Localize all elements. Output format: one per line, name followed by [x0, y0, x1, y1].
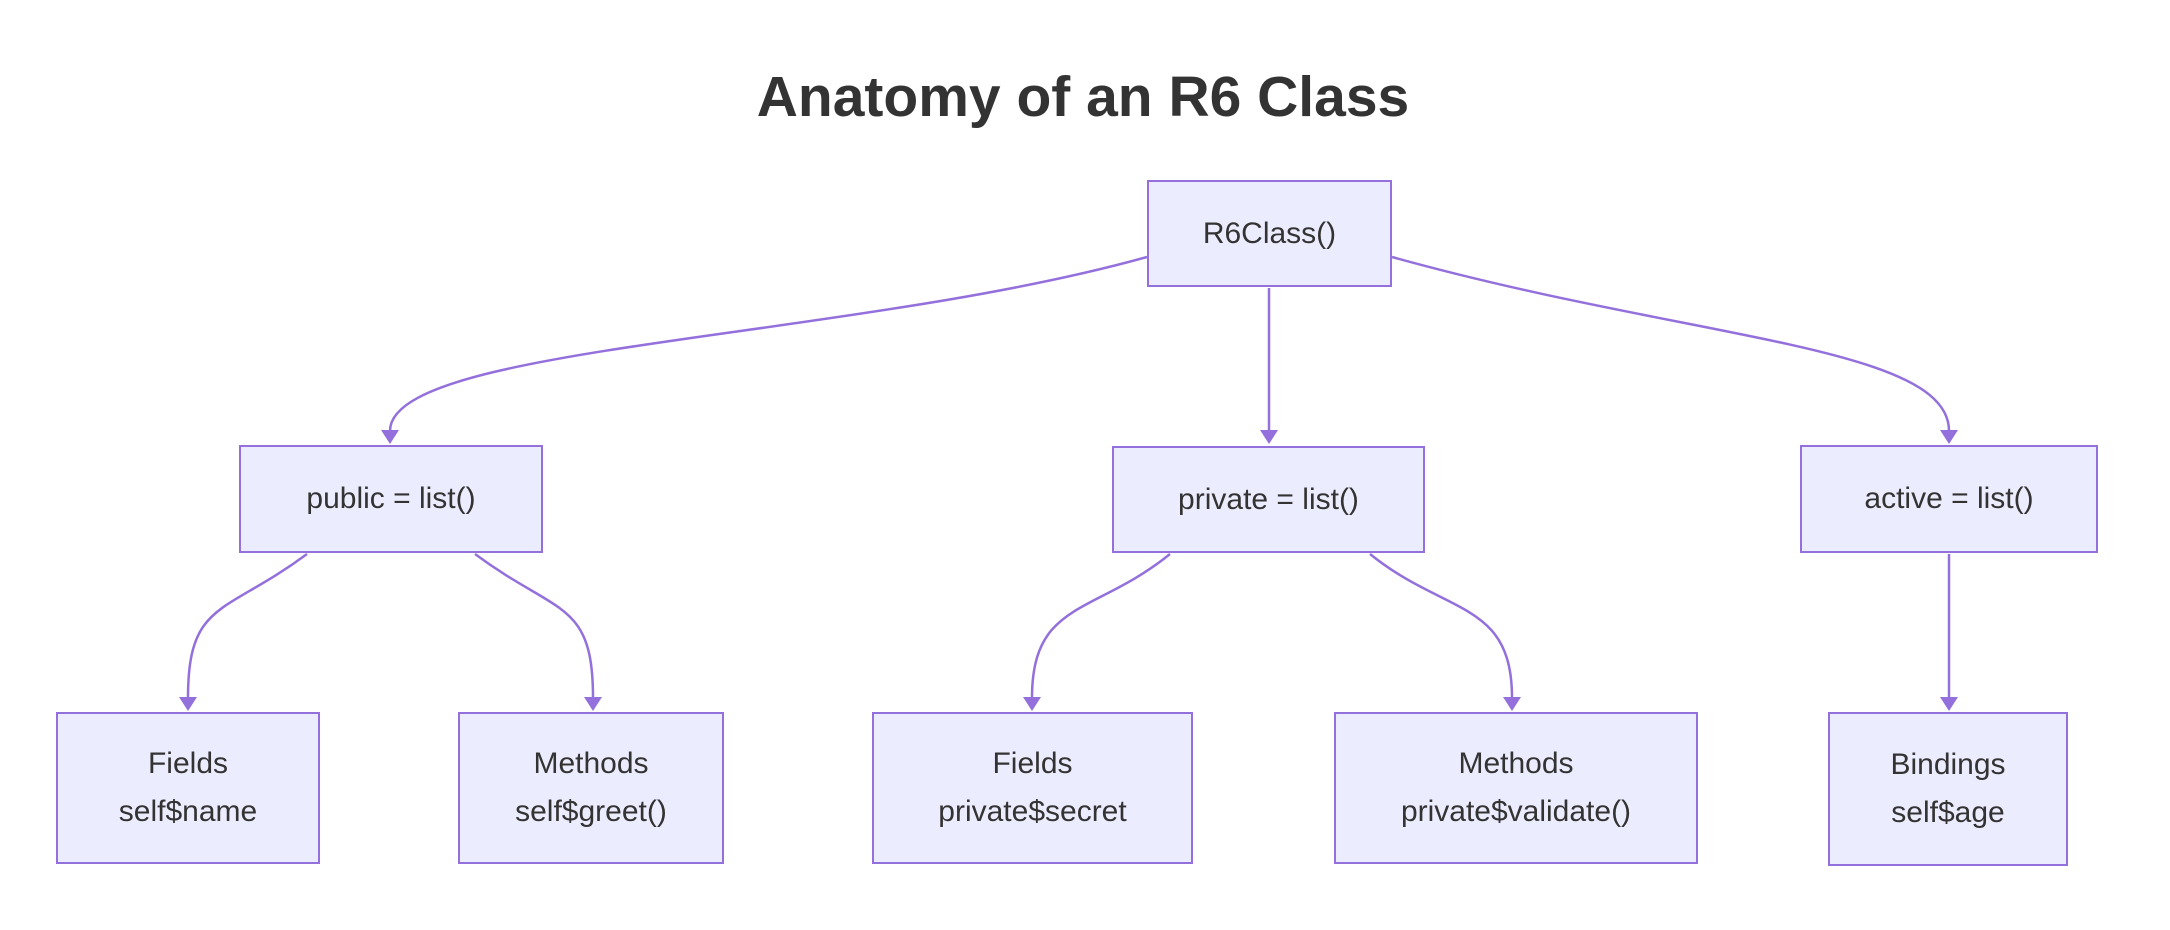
node-public-fields: Fields self$name: [56, 712, 320, 864]
node-label-line1: Methods: [533, 747, 649, 780]
node-public-methods: Methods self$greet(): [458, 712, 724, 864]
node-label: public = list(): [306, 482, 476, 515]
node-label-line2: private$secret: [938, 795, 1127, 828]
edge-public-to-methods: [474, 552, 602, 711]
edge-root-to-public: [381, 255, 1148, 444]
edge-private-to-fields: [1023, 553, 1171, 711]
node-active-bindings: Bindings self$age: [1828, 712, 2068, 866]
node-r6class: R6Class(): [1147, 180, 1392, 287]
node-label-line2: self$name: [118, 795, 258, 828]
edge-private-to-methods: [1369, 553, 1521, 711]
node-label-line2: self$greet(): [515, 795, 667, 828]
node-label: private = list(): [1178, 482, 1359, 516]
node-label-line1: Fields: [147, 747, 229, 780]
node-active-list: active = list(): [1800, 445, 2098, 553]
node-private-methods: Methods private$validate(): [1334, 712, 1698, 864]
node-label-line1: Fields: [992, 747, 1073, 780]
node-label-line1: Methods: [1458, 747, 1574, 780]
node-label-line2: self$age: [1891, 796, 2005, 829]
node-label-line2: private$validate(): [1400, 795, 1632, 828]
node-private-list: private = list(): [1112, 446, 1425, 553]
diagram-title: Anatomy of an R6 Class: [756, 65, 1410, 129]
node-label: R6Class(): [1202, 216, 1337, 250]
edge-root-to-active: [1391, 255, 1958, 444]
node-label: active = list(): [1864, 482, 2034, 515]
node-label-line1: Bindings: [1890, 748, 2006, 781]
node-private-fields: Fields private$secret: [872, 712, 1193, 864]
node-public-list: public = list(): [239, 445, 543, 553]
edge-public-to-fields: [179, 552, 308, 711]
